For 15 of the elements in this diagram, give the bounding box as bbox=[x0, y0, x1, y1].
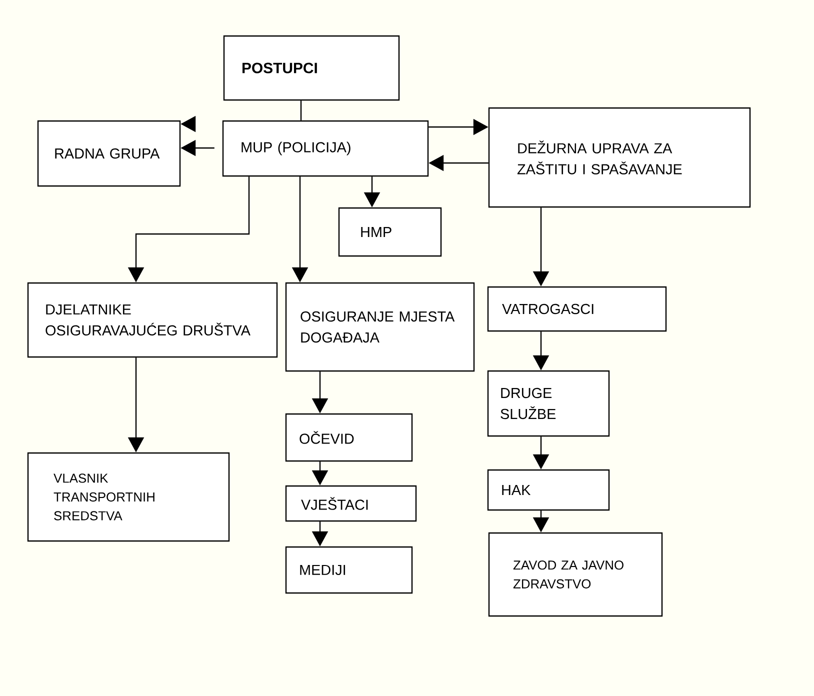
process-box: HMP bbox=[338, 207, 442, 257]
process-box: DEŽURNA UPRAVA ZA ZAŠTITU I SPAŠAVANJE bbox=[488, 107, 751, 208]
process-box: OSIGURANJE MJESTA DOGAĐAJA bbox=[285, 282, 475, 372]
title-box: POSTUPCI bbox=[223, 35, 400, 101]
process-box: DRUGE SLUŽBE bbox=[487, 370, 610, 437]
process-box: ZAVOD ZA JAVNO ZDRAVSTVO bbox=[488, 532, 663, 617]
process-box: VLASNIK TRANSPORTNIH SREDSTVA bbox=[27, 452, 230, 542]
process-box: VATROGASCI bbox=[487, 286, 667, 332]
process-box: DJELATNIKE OSIGURAVAJUĆEG DRUŠTVA bbox=[27, 282, 278, 358]
process-box: RADNA GRUPA bbox=[37, 120, 181, 187]
process-box: OČEVID bbox=[285, 413, 413, 462]
process-box: MEDIJI bbox=[285, 546, 413, 594]
process-box: MUP (POLICIJA) bbox=[222, 120, 429, 177]
process-box: HAK bbox=[487, 469, 610, 511]
process-box: VJEŠTACI bbox=[285, 485, 417, 522]
